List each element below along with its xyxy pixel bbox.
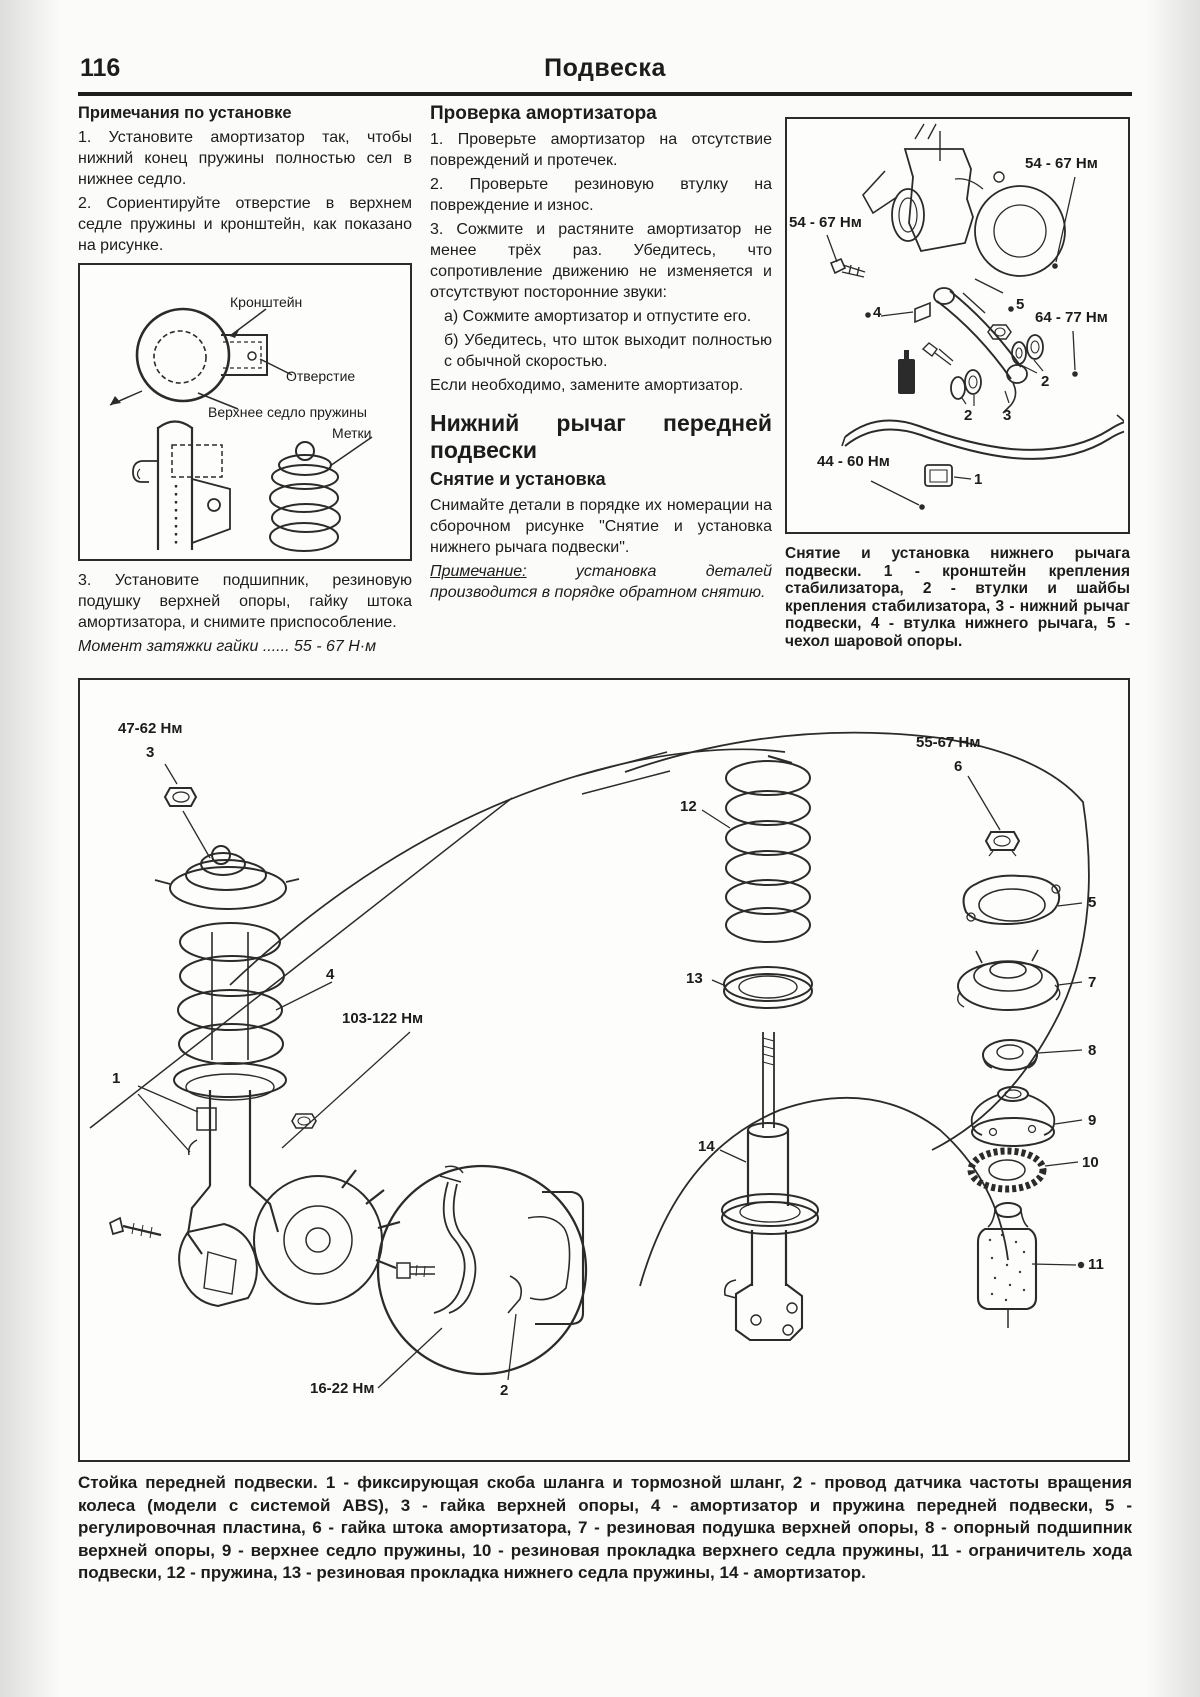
- part-num-8: 8: [1088, 1042, 1097, 1059]
- torque-label-103-122: 103-122 Нм: [342, 1010, 424, 1027]
- figure-upper-seat: Кронштейн Отверстие Верхнее седло пружин…: [78, 263, 412, 561]
- torque-label-16-22: 16-22 Нм: [310, 1380, 375, 1397]
- front-strut-drawing: [89, 731, 1090, 1389]
- check-title: Проверка амортизатора: [430, 103, 657, 124]
- label-marks: Метки: [332, 425, 372, 441]
- torque-spec-dots: ......: [262, 638, 290, 655]
- part-num-9: 9: [1088, 1112, 1097, 1129]
- torque-label-55-67: 55-67 Нм: [916, 734, 981, 751]
- part-num-2a: 2: [1041, 373, 1050, 390]
- check-step-3: 3. Сожмите и растяните амортизатор не ме…: [430, 221, 772, 301]
- scan-edge-left: [0, 0, 60, 1697]
- part-num-10: 10: [1082, 1154, 1099, 1171]
- section-title: Нижний рычаг передней подвески: [430, 410, 772, 463]
- part-num-12: 12: [680, 798, 697, 815]
- part-num-5: 5: [1088, 894, 1097, 911]
- replace-note: Если необходимо, замените амортизатор.: [430, 377, 744, 394]
- middle-column: Проверка амортизатора 1. Проверьте аморт…: [430, 103, 772, 606]
- part-num-4: 4: [873, 304, 882, 321]
- upper-seat-drawing: [109, 307, 373, 552]
- rubber-speckles: [988, 1233, 1026, 1302]
- part-num-3: 3: [146, 744, 155, 761]
- install-note-1: 1. Установите амортизатор так, чтобы ниж…: [78, 129, 412, 188]
- part-num-6: 6: [954, 758, 963, 775]
- torque-label-44-60: 44 - 60 Нм: [817, 453, 890, 470]
- torque-label-54-67-left: 54 - 67 Нм: [789, 214, 862, 231]
- page-title: Подвеска: [544, 54, 666, 82]
- front-strut-caption: Стойка передней подвески. 1 - фиксирующа…: [78, 1473, 1132, 1582]
- install-notes-title: Примечания по установке: [78, 104, 292, 122]
- install-note-2: 2. Сориентируйте отверстие в верхнем сед…: [78, 195, 412, 254]
- part-num-1: 1: [974, 471, 983, 488]
- part-num-2b: 2: [964, 407, 973, 424]
- torque-label-47-62: 47-62 Нм: [118, 720, 183, 737]
- subsection-title: Снятие и установка: [430, 469, 606, 489]
- italic-note-text: установка деталей производится в порядке…: [430, 563, 772, 601]
- part-num-4: 4: [326, 966, 335, 983]
- torque-spec-line: Момент затяжки гайки ...... 55 - 67 Н·м: [78, 636, 412, 657]
- torque-label-54-67-right: 54 - 67 Нм: [1025, 155, 1098, 172]
- part-num-7: 7: [1088, 974, 1097, 991]
- page-number: 116: [80, 54, 121, 82]
- part-num-13: 13: [686, 970, 703, 987]
- scan-edge-right: [1145, 0, 1200, 1697]
- left-column: Примечания по установке 1. Установите ам…: [78, 103, 412, 660]
- header-rule: [78, 92, 1132, 96]
- part-num-3: 3: [1003, 407, 1012, 424]
- lower-arm-drawing: [826, 123, 1124, 510]
- install-note-3: 3. Установите подшипник, резиновую подуш…: [78, 572, 412, 631]
- torque-spec-value: 55 - 67 Н·м: [293, 638, 377, 655]
- part-num-11: 11: [1088, 1256, 1104, 1273]
- torque-spec-label: Момент затяжки гайки: [78, 638, 259, 655]
- label-bracket: Кронштейн: [230, 294, 303, 310]
- check-step-2: 2. Проверьте резиновую втулку на поврежд…: [430, 176, 772, 214]
- part-num-1: 1: [112, 1070, 121, 1087]
- torque-label-64-77: 64 - 77 Нм: [1035, 309, 1108, 326]
- figure-front-strut: 47-62 Нм 3 4 103-122 Нм 1 16-22 Нм 2 12 …: [78, 678, 1130, 1462]
- lower-arm-caption: Снятие и установка нижнего рычага подвес…: [785, 545, 1130, 650]
- label-hole: Отверстие: [286, 368, 356, 384]
- part-num-5: 5: [1016, 296, 1025, 313]
- label-upper-seat: Верхнее седло пружины: [208, 404, 367, 420]
- part-num-2: 2: [500, 1382, 509, 1399]
- italic-note: Примечание: установка деталей производит…: [430, 561, 772, 603]
- removal-body: Снимайте детали в порядке их номерации н…: [430, 497, 772, 556]
- italic-note-label: Примечание:: [430, 563, 527, 580]
- figure-lower-arm: 54 - 67 Нм 54 - 67 Нм 64 - 77 Нм 44 - 60…: [785, 117, 1130, 534]
- part-num-14: 14: [698, 1138, 715, 1155]
- check-step-1: 1. Проверьте амортизатор на отсутствие п…: [430, 131, 772, 169]
- check-step-3b: б) Убедитесь, что шток выходит полностью…: [444, 332, 772, 370]
- check-step-3a: а) Сожмите амортизатор и отпустите его.: [444, 308, 752, 325]
